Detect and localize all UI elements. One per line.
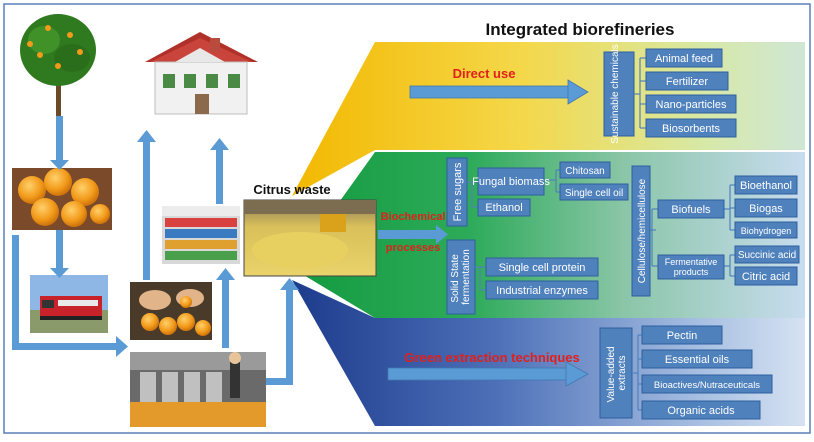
succinic-acid-label: Succinic acid [738, 250, 796, 261]
green-extraction-arrow [387, 361, 589, 387]
oranges-photo [12, 168, 112, 230]
train-photo [30, 275, 108, 333]
value-added-label: Value-added extracts [606, 344, 628, 403]
biochemical-arrow [378, 225, 448, 244]
chitosan-label: Chitosan [565, 166, 604, 177]
left-flow-arrows [12, 116, 299, 385]
ssf-label-line2: fermentation [461, 249, 472, 305]
citrus-waste-photo [243, 199, 377, 277]
ethanol-label: Ethanol [485, 202, 522, 214]
biofuels-label: Biofuels [671, 204, 711, 216]
juice-factory-photo [130, 352, 266, 427]
direct-use-label: Direct use [453, 66, 516, 81]
citric-acid-box [734, 266, 798, 286]
value-added-line2: extracts [617, 355, 628, 390]
single-cell-protein-label: Single cell protein [499, 262, 586, 274]
green-extraction-label: Green extraction techniques [404, 350, 580, 365]
house-icon [145, 32, 258, 115]
direct-use-connector [634, 57, 646, 129]
cellulose-label: Cellulose/hemicellulose [637, 178, 648, 283]
item-biosorbents: Biosorbents [662, 123, 721, 135]
fermentative-line2: products [674, 267, 709, 277]
citric-acid-label: Citric acid [742, 271, 790, 283]
citrus-waste-label: Citrus waste [253, 182, 330, 197]
ssf-label: Solid State fermentation [450, 249, 472, 305]
item-essential-oils: Essential oils [665, 354, 730, 366]
item-bioactives: Bioactives/Nutraceuticals [654, 380, 760, 391]
free-sugars-box [446, 157, 468, 227]
ethanol-box [477, 198, 531, 217]
biogas-label: Biogas [749, 203, 783, 215]
free-sugars-label: Free sugars [452, 162, 464, 221]
single-cell-oil-box [559, 183, 629, 201]
fungal-biomass-label: Fungal biomass [472, 176, 550, 188]
supermarket-photo [162, 206, 240, 264]
item-animal-feed: Animal feed [655, 53, 713, 65]
single-cell-protein-box [485, 257, 599, 277]
biohydrogen-label: Biohydrogen [741, 226, 792, 236]
fermentative-line1: Fermentative [665, 257, 718, 267]
succinic-acid-box [734, 245, 800, 264]
biogas-box [734, 198, 798, 218]
bioethanol-label: Bioethanol [740, 180, 792, 192]
biohydrogen-box [734, 221, 798, 239]
single-cell-oil-label: Single cell oil [565, 188, 623, 199]
orange-tree-icon [20, 14, 96, 118]
bioethanol-box [734, 175, 798, 195]
biofuels-box [657, 199, 725, 219]
item-pectin: Pectin [667, 330, 698, 342]
sustainable-chemicals-text: Sustainable chemicals [610, 44, 621, 144]
biochemical-connectors [467, 169, 735, 291]
green-extraction-connector [632, 334, 642, 411]
sustainable-chemicals-label: Sustainable chemicals [610, 44, 621, 144]
hands-oranges-photo [130, 282, 212, 340]
item-nano-particles: Nano-particles [656, 99, 727, 111]
industrial-enzymes-box [485, 280, 599, 300]
chitosan-box [559, 161, 611, 179]
green-extraction-items: Pectin Essential oils Bioactives/Nutrace… [641, 325, 773, 420]
ssf-box [446, 239, 476, 315]
cellulose-box [631, 165, 651, 297]
item-fertilizer: Fertilizer [666, 76, 709, 88]
diagram-title: Integrated biorefineries [486, 20, 675, 39]
industrial-enzymes-label: Industrial enzymes [496, 285, 588, 297]
item-organic-acids: Organic acids [667, 405, 735, 417]
biochemical-label-line1: Biochemical [381, 211, 446, 223]
ssf-label-line1: Solid State [450, 254, 461, 303]
fungal-biomass-box [477, 167, 545, 196]
direct-use-arrow [409, 79, 589, 105]
biochemical-label-line2: processes [386, 242, 440, 254]
direct-use-items: Animal feed Fertilizer Nano-particles Bi… [645, 48, 737, 138]
fermentative-products-box [657, 254, 725, 280]
value-added-line1: Value-added [606, 346, 617, 402]
sustainable-chemicals-box [603, 51, 635, 137]
